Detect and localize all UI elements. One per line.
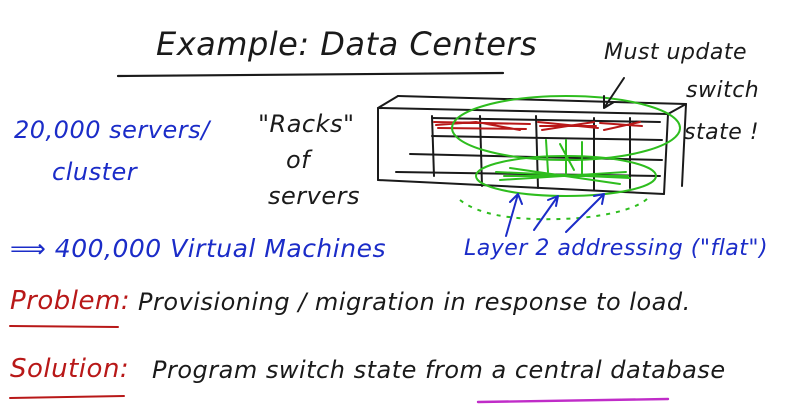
page-title: Example: Data Centers	[156, 25, 538, 63]
virtual-machines-line: ⟹ 400,000 Virtual Machines	[10, 234, 386, 263]
layer2-arrows	[505, 193, 605, 237]
servers-per-cluster-line2: cluster	[52, 158, 138, 186]
solution-text: Program switch state from a central data…	[152, 356, 726, 384]
must-update-line3: state !	[684, 120, 760, 145]
racks-label-line2: of	[286, 146, 311, 174]
bottom-row-green-scribble	[495, 139, 631, 185]
top-row-red-scribble	[433, 120, 643, 131]
problem-text: Provisioning / migration in response to …	[138, 288, 691, 316]
must-update-line2: switch	[686, 78, 760, 103]
title-underline	[116, 71, 505, 78]
server-racks-drawing	[377, 95, 687, 195]
central-database-underline	[476, 397, 670, 404]
green-highlight-ovals	[451, 95, 681, 221]
servers-per-cluster-line1: 20,000 servers/	[14, 116, 210, 144]
must-update-arrow	[603, 77, 625, 109]
problem-underline	[9, 325, 119, 328]
layer2-addressing-note: Layer 2 addressing ("flat")	[464, 236, 769, 261]
must-update-line1: Must update	[604, 40, 748, 65]
solution-label: Solution:	[10, 354, 130, 384]
racks-label-line1: "Racks"	[258, 110, 355, 138]
racks-label-line3: servers	[268, 182, 360, 210]
problem-label: Problem:	[10, 286, 131, 316]
solution-underline	[9, 395, 125, 399]
